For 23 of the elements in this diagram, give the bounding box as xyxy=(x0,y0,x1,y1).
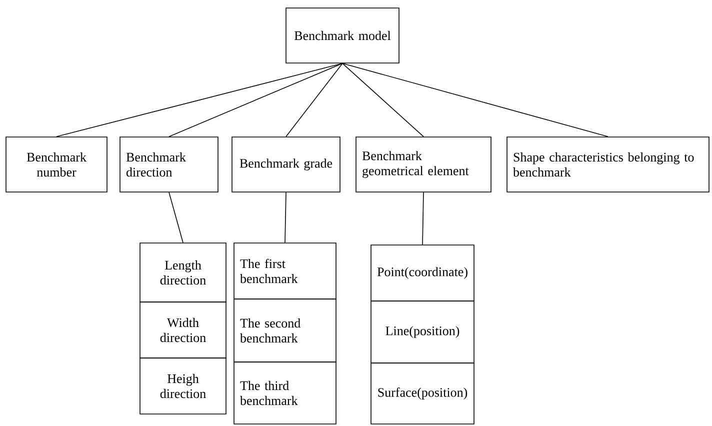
connector-line xyxy=(56,63,343,137)
connector-line xyxy=(286,63,343,137)
connector-line xyxy=(342,63,608,137)
list-cell: The third benchmark xyxy=(234,362,336,424)
root-box: Benchmark model xyxy=(286,8,400,64)
connector-line xyxy=(168,63,343,137)
category-box: Benchmark geometrical element xyxy=(356,136,492,192)
connector-line xyxy=(422,192,424,245)
category-box: Benchmark direction xyxy=(120,136,218,192)
list-cell: Heigh direction xyxy=(140,358,226,414)
list-cell: Line(position) xyxy=(370,300,474,364)
connector-line xyxy=(284,192,286,243)
connector-line xyxy=(342,63,424,137)
list-cell: The first benchmark xyxy=(234,242,336,300)
list-cell: The second benchmark xyxy=(234,298,336,362)
list-cell: Width direction xyxy=(140,302,226,358)
connector-line xyxy=(168,192,184,243)
category-box: Benchmark number xyxy=(6,136,108,192)
list-cell: Point(coordinate) xyxy=(370,244,474,302)
category-box: Shape characteristics belonging to benchmark xyxy=(506,136,710,192)
list-cell: Surface(position) xyxy=(370,362,474,424)
category-box: Benchmark grade xyxy=(232,136,340,192)
list-cell: Length direction xyxy=(140,242,226,302)
